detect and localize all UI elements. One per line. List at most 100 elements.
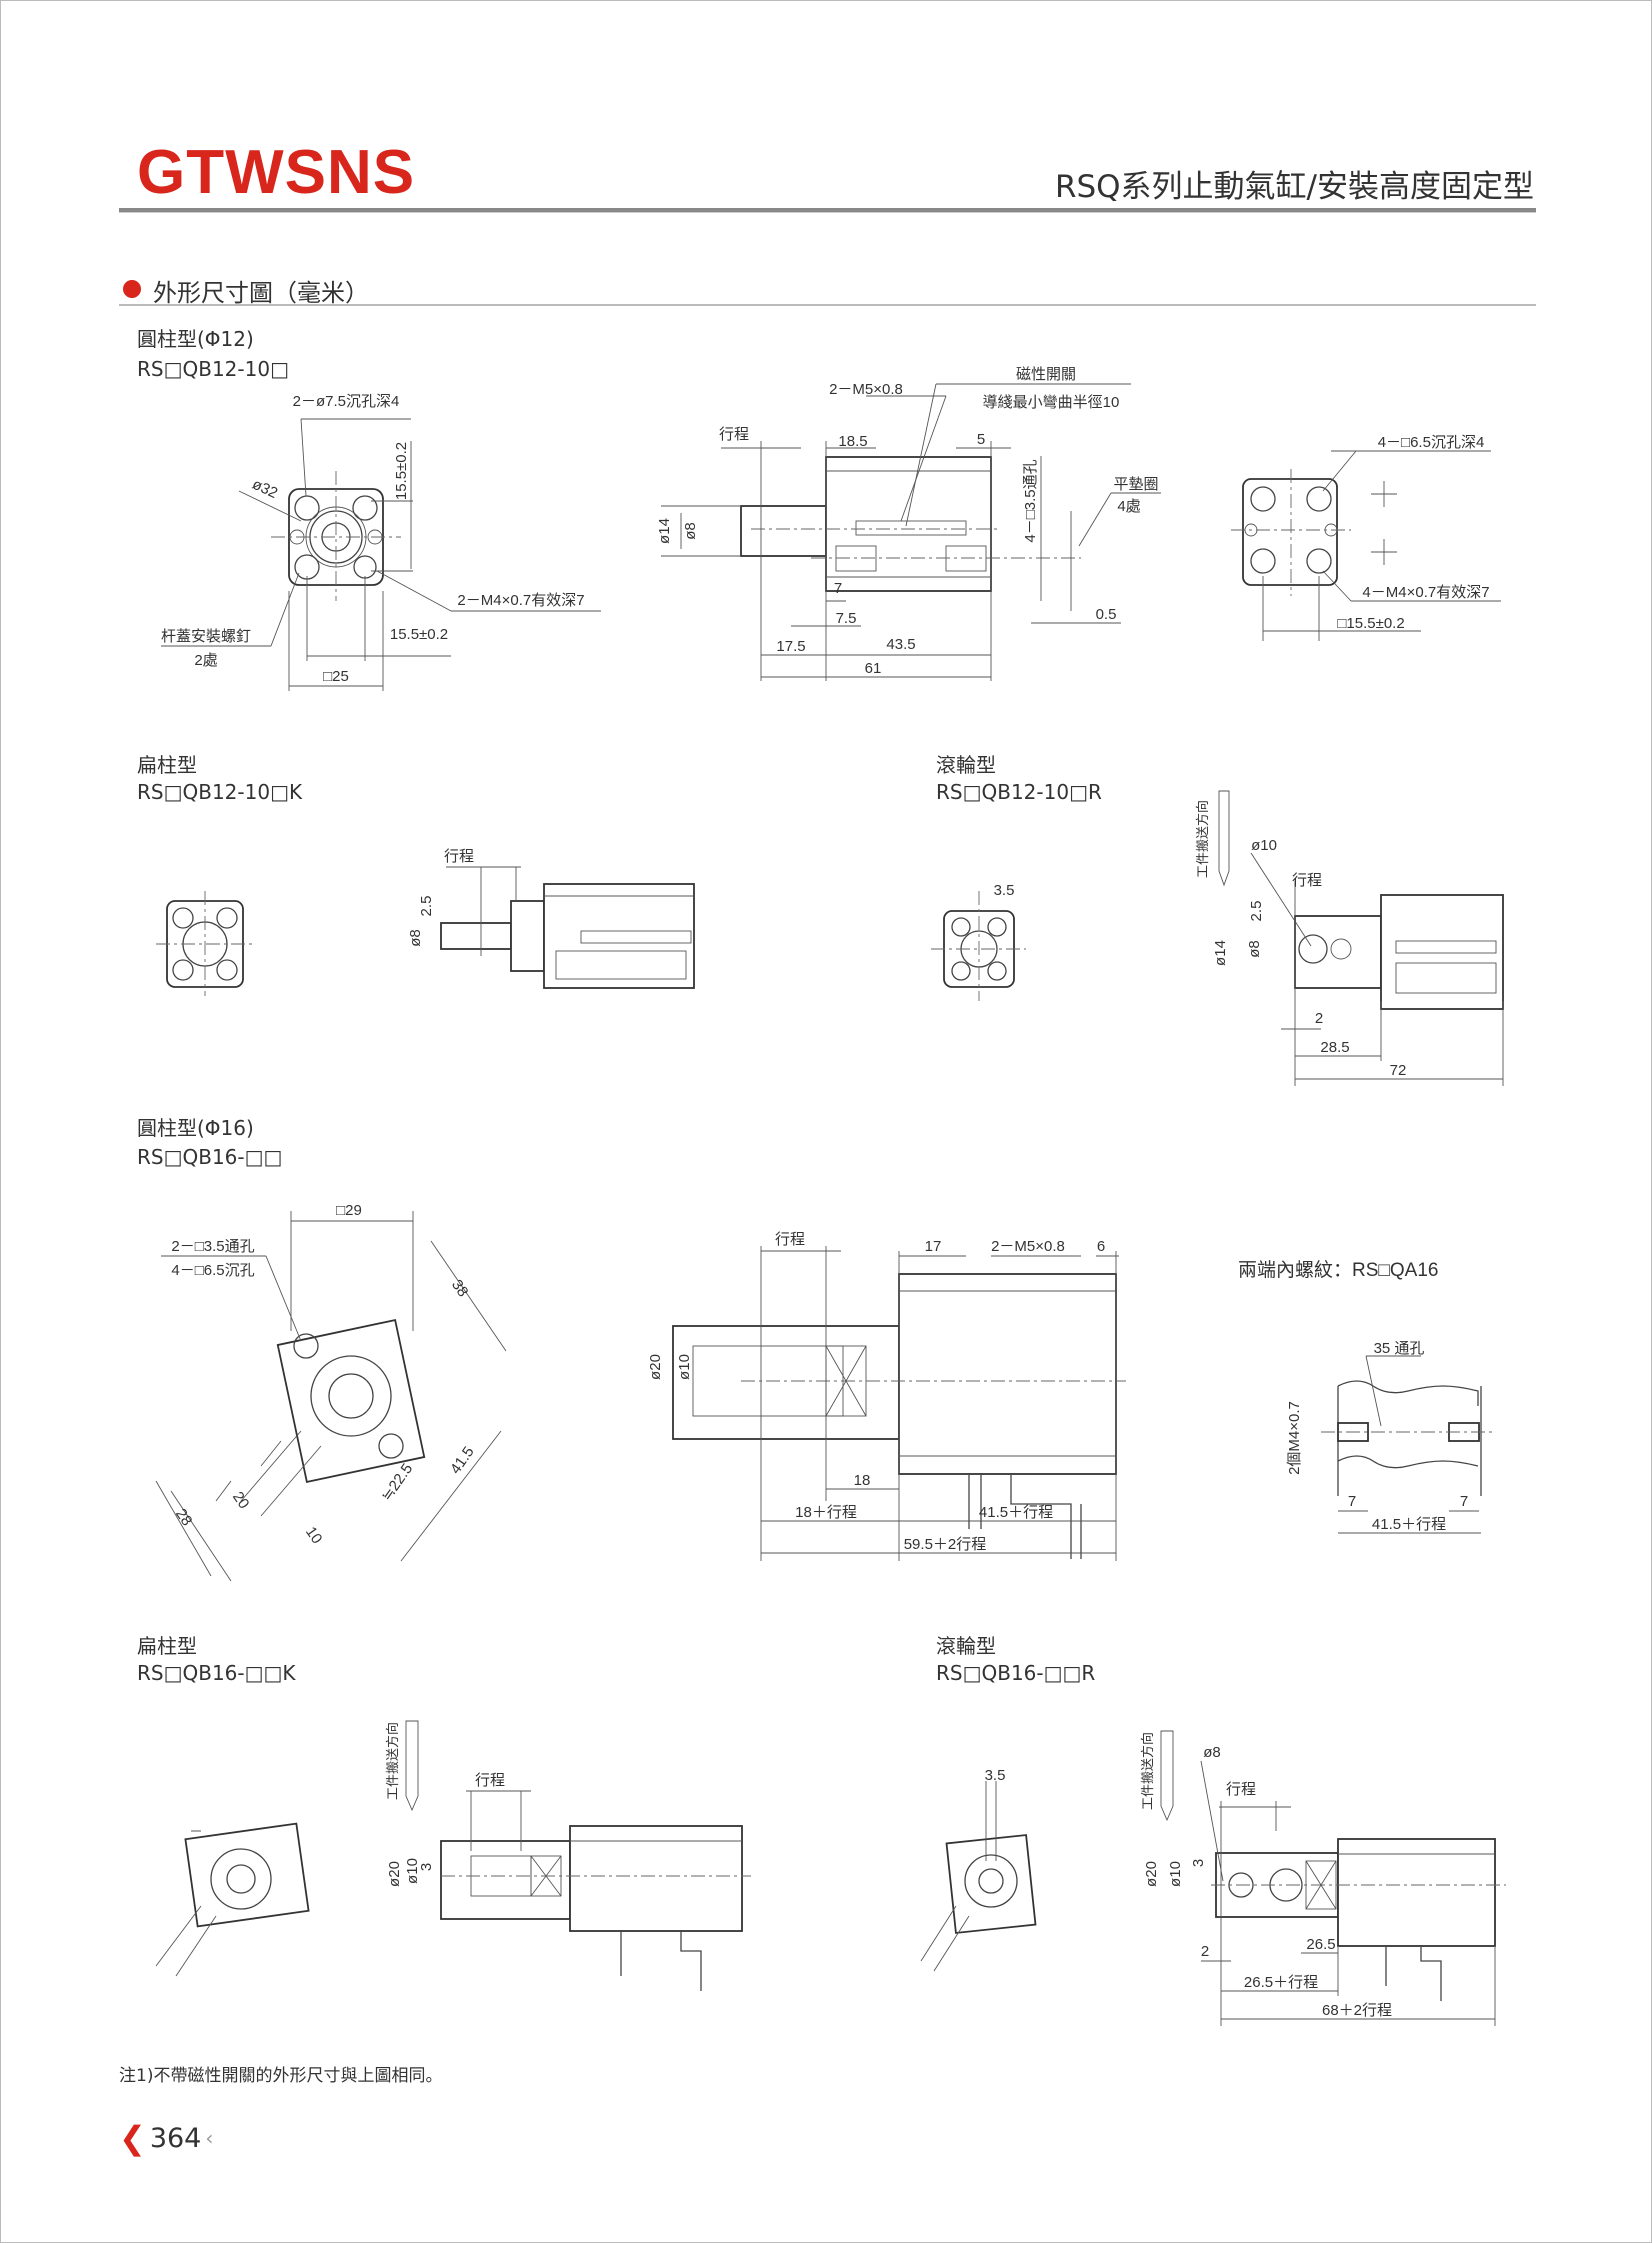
dim-label: 26.5 <box>1306 1936 1335 1953</box>
dim-label: ø10 <box>1167 1861 1184 1887</box>
dim-label: 5 <box>977 431 985 448</box>
dim-label: 行程 <box>475 1772 505 1789</box>
dim-label: 2.5 <box>418 896 435 917</box>
dim-label: 2－ø7.5沉孔深4 <box>293 393 400 410</box>
dim-label: 3.5 <box>985 1767 1006 1784</box>
dim-label: 3 <box>1190 1859 1207 1867</box>
brand-logo: GTWSNS <box>137 138 416 207</box>
dim-label: 行程 <box>1226 1781 1256 1798</box>
dim-label: ø20 <box>386 1861 403 1887</box>
dim-label: 41.5 <box>447 1444 478 1478</box>
dim-label: 3 <box>418 1863 435 1871</box>
dim-label: 2－M4×0.7有效深7 <box>457 592 584 609</box>
page-number: ❮ 364 ‹ <box>119 2119 213 2157</box>
dim-label: 68＋2行程 <box>1322 2002 1392 2019</box>
dim-label: ø14 <box>656 518 673 544</box>
dim-label: □15.5±0.2 <box>1337 615 1404 632</box>
dim-label: 38 <box>448 1277 471 1300</box>
dim-label: 行程 <box>775 1231 805 1248</box>
section-bullet-icon <box>123 280 141 298</box>
dim-label: 導綫最小彎曲半徑10 <box>983 394 1120 411</box>
dim-label: 72 <box>1390 1062 1407 1079</box>
header-divider <box>119 208 1536 213</box>
drawing-roller-type-phi12: 3.5 工件搬送方向 ø10 行程 2.5 ø8 ø14 2 28.5 72 <box>931 790 1504 1086</box>
dim-label: 7.5 <box>836 610 857 627</box>
dim-label: 18＋行程 <box>795 1504 857 1521</box>
dim-label: ø8 <box>407 929 424 947</box>
dim-label: 28 <box>172 1506 195 1529</box>
dim-label: 28.5 <box>1320 1039 1349 1056</box>
group-title: 扁柱型 <box>137 1634 197 1658</box>
dim-label: ø14 <box>1212 940 1229 966</box>
drawing-roller-type-phi16: 3.5 工件搬送方向 ø8 行程 ø20 ø10 3 2 26.5 26.5＋行… <box>920 1730 1506 2026</box>
dim-label: 行程 <box>1292 872 1322 889</box>
dim-label: 15.5±0.2 <box>390 626 448 643</box>
dim-label: □25 <box>323 668 349 685</box>
dim-label: 20 <box>229 1489 252 1512</box>
dim-label: 2 <box>1315 1010 1323 1027</box>
dim-label: ø10 <box>1251 837 1277 854</box>
dim-label: 61 <box>865 660 882 677</box>
drawing-side-view-phi16: 行程 17 2－M5×0.8 6 ø20 ø10 18 18＋行程 41.5＋行… <box>647 1231 1126 1561</box>
variant-label: 兩端內螺紋：RS□QA16 <box>1238 1259 1438 1281</box>
dim-label: 2處 <box>194 652 217 669</box>
dim-label: 17.5 <box>776 638 805 655</box>
dim-label: 行程 <box>719 426 749 443</box>
dim-label: 4－M4×0.7有效深7 <box>1362 584 1489 601</box>
dim-label: ø10 <box>404 1858 421 1884</box>
drawing-flat-type-phi12: 行程 2.5 ø8 <box>156 848 695 996</box>
dim-label: 15.5±0.2 <box>393 442 410 500</box>
dim-label: 2－□3.5通孔 <box>171 1238 254 1255</box>
dim-label: 4－□6.5沉孔深4 <box>1378 434 1485 451</box>
drawing-internal-thread-section: 兩端內螺紋：RS□QA16 35 通孔 2個M4×0.7 7 7 41.5＋行程 <box>1238 1259 1496 1534</box>
dim-label: 4處 <box>1117 498 1140 515</box>
dim-label: □29 <box>336 1202 362 1219</box>
group-title: 扁柱型 <box>137 753 197 777</box>
model-code: RS□QB12-10□R <box>936 780 1102 804</box>
drawing-front-view-phi12: 2－ø7.5沉孔深4 ø32 15.5±0.2 2－M4×0.7有效深7 杆蓋安… <box>161 393 601 691</box>
model-code: RS□QB12-10□ <box>137 357 289 381</box>
dim-label: 4－□6.5沉孔 <box>171 1262 254 1279</box>
group-title: 滾輪型 <box>936 753 996 777</box>
drawing-flat-type-phi16: 工件搬送方向 行程 ø20 ø10 3 <box>155 1720 751 1991</box>
dim-label: 4－□3.5通孔 <box>1022 459 1039 542</box>
drawing-rear-view-phi12: 4－□6.5沉孔深4 4－M4×0.7有效深7 □15.5±0.2 <box>1231 434 1501 641</box>
dim-label: 18 <box>854 1472 871 1489</box>
dim-label: 41.5＋行程 <box>979 1504 1053 1521</box>
dim-label: 磁性開關 <box>1016 366 1076 383</box>
group-title: 滾輪型 <box>936 1634 996 1658</box>
dim-label: 杆蓋安裝螺釘 <box>161 628 251 645</box>
dim-label: 2.5 <box>1248 901 1265 922</box>
dim-label: 26.5＋行程 <box>1244 1974 1318 1991</box>
model-code: RS□QB16-□□R <box>936 1661 1096 1685</box>
dim-label: 2 <box>1201 1943 1209 1960</box>
arrow-label: 工件搬送方向 <box>1195 800 1210 878</box>
dim-label: 行程 <box>444 848 474 865</box>
dim-label: ø8 <box>1246 940 1263 958</box>
dim-label: ø20 <box>647 1354 664 1380</box>
dim-label: 0.5 <box>1096 606 1117 623</box>
dim-label: 2－M5×0.8 <box>829 381 903 398</box>
model-code: RS□QB16-□□ <box>137 1145 283 1169</box>
dim-label: ø8 <box>1203 1744 1221 1761</box>
drawing-side-view-phi12: 2－M5×0.8 磁性開關 導綫最小彎曲半徑10 行程 18.5 5 4－□3.… <box>656 366 1161 681</box>
drawing-front-view-phi16: □29 2－□3.5通孔 4－□6.5沉孔 38 41.5 ≒22.5 28 2… <box>155 1202 507 1582</box>
dim-label: 7 <box>834 580 842 597</box>
arrow-label: 工件搬送方向 <box>385 1722 400 1800</box>
chevron-left-small-icon: ‹ <box>205 2126 214 2150</box>
group-title: 圓柱型(Φ12) <box>137 327 254 351</box>
dim-label: 6 <box>1097 1238 1105 1255</box>
dim-label: ø10 <box>676 1354 693 1380</box>
dim-label: 7 <box>1460 1493 1468 1510</box>
dim-label: 2個M4×0.7 <box>1286 1401 1303 1475</box>
section-title: 外形尺寸圖（毫米） <box>153 279 369 307</box>
dim-label: 35 通孔 <box>1374 1340 1425 1357</box>
page-title: RSQ系列止動氣缸/安裝高度固定型 <box>1054 169 1534 205</box>
model-code: RS□QB12-10□K <box>137 780 303 804</box>
section-divider <box>119 304 1536 306</box>
dim-label: 43.5 <box>886 636 915 653</box>
chevron-left-icon: ❮ <box>119 2119 146 2157</box>
model-code: RS□QB16-□□K <box>137 1661 296 1685</box>
dim-label: 17 <box>925 1238 942 1255</box>
